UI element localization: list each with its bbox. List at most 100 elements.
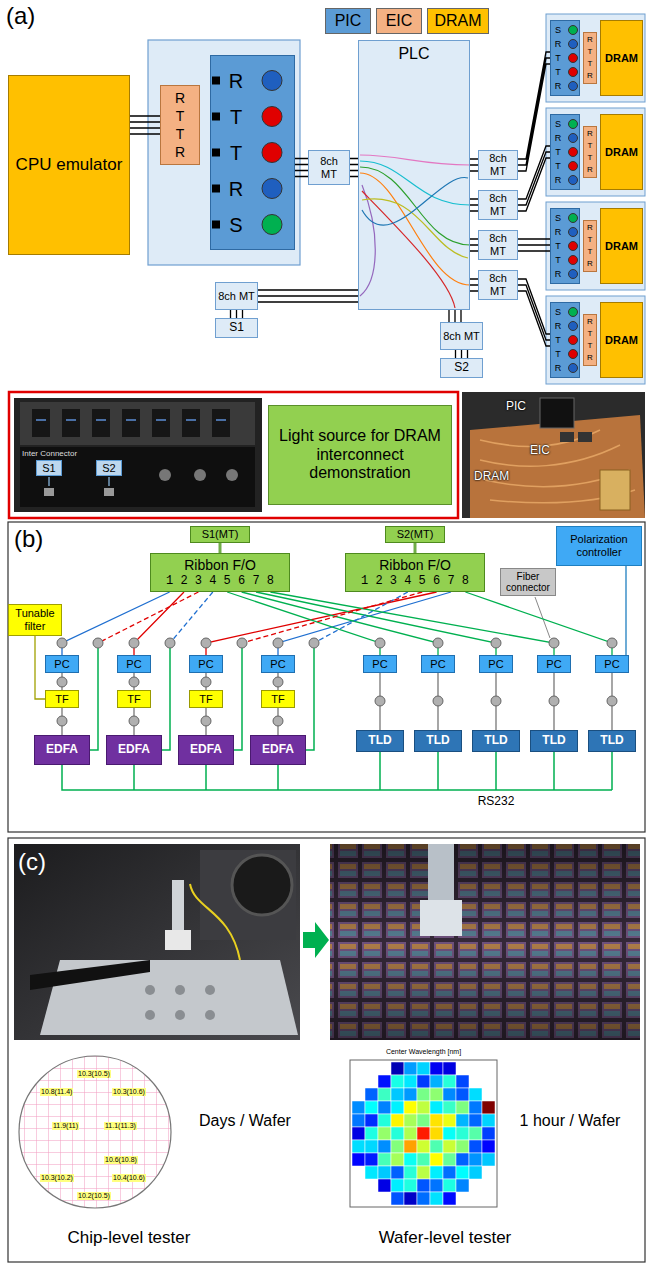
green-arrow	[303, 922, 329, 958]
pic-pads	[212, 149, 220, 157]
heat-cell	[482, 1153, 495, 1166]
heat-cell	[417, 1140, 430, 1153]
mt-connector: 8ch MT	[478, 230, 518, 260]
port-numbers: 1 2 3 4 5 6 7 8	[166, 575, 274, 589]
heat-cell	[430, 1101, 443, 1114]
heat-cell	[391, 1166, 404, 1179]
heat-cell	[443, 1127, 456, 1140]
wafer-value: 10.4(10.6)	[112, 1174, 146, 1182]
light-source-frame	[9, 392, 458, 518]
callout-box: Polarization controller	[556, 526, 642, 566]
heat-cell	[443, 1101, 456, 1114]
heat-cell	[456, 1153, 469, 1166]
connector	[611, 673, 612, 730]
heat-cell	[443, 1088, 456, 1101]
heat-cell	[352, 1101, 365, 1114]
light-source-photo	[44, 488, 54, 496]
photo-callout: S1	[36, 460, 62, 477]
node-text: Polarization controller	[559, 533, 639, 558]
connector	[470, 159, 478, 171]
node-text: 8ch MT	[218, 290, 255, 303]
panel-frames	[8, 522, 645, 832]
plc-waveguides	[358, 40, 470, 310]
chip-tester-photo	[200, 850, 296, 940]
legend-swatch: DRAM	[427, 8, 489, 34]
connector	[205, 673, 206, 690]
wafer-value: 11.9(11)	[52, 1122, 79, 1130]
connector	[449, 310, 461, 322]
photodiode-laser-circles	[569, 134, 578, 143]
connector	[277, 673, 278, 690]
heat-cell	[430, 1166, 443, 1179]
light-source-photo	[159, 469, 171, 481]
heat-cell	[417, 1166, 430, 1179]
connector	[130, 116, 160, 134]
fiber-lines	[62, 648, 612, 790]
photodiode-laser-circles	[262, 26, 578, 373]
heat-cell	[391, 1101, 404, 1114]
heat-cell	[391, 1088, 404, 1101]
photodiode-laser-circles	[569, 54, 578, 63]
node-text: PC	[372, 658, 387, 671]
node-text: DRAM	[605, 240, 638, 253]
heat-cell	[417, 1192, 430, 1205]
mt-port: S2(MT)	[385, 526, 445, 543]
node-text: EDFA	[118, 743, 150, 757]
port-letters: R T T R	[172, 89, 187, 161]
heat-cell	[378, 1179, 391, 1192]
panel-frames	[8, 838, 645, 1262]
light-source-photo	[49, 477, 109, 486]
heat-cell	[456, 1179, 469, 1192]
dram-block: DRAM	[600, 20, 643, 96]
node-text: EDFA	[190, 743, 222, 757]
node-text: DRAM	[605, 334, 638, 347]
node-text: 8ch MT	[481, 192, 515, 218]
tunable-laser: TLD	[472, 730, 520, 752]
heat-cell	[430, 1179, 443, 1192]
heat-map	[350, 1060, 497, 1207]
port-letters: R T T R	[586, 128, 595, 176]
heat-cell	[482, 1114, 495, 1127]
node-text: PC	[430, 658, 445, 671]
port-box: S1	[215, 318, 258, 338]
fiber-connector-dots	[57, 638, 617, 726]
port-letters: R T T R	[586, 316, 595, 364]
eic-block: R T T R	[160, 85, 200, 165]
heat-cell	[378, 1140, 391, 1153]
heat-cell	[469, 1166, 482, 1179]
tunable-filter: TF	[189, 690, 223, 708]
photodiode-laser-circles	[262, 143, 282, 163]
chip-tester-photo	[205, 1010, 215, 1020]
photodiode-laser-circles	[569, 308, 578, 317]
node-text: S2	[454, 361, 469, 375]
wafer-value: 10.3(10.5)	[77, 1070, 111, 1078]
heat-cell	[430, 1088, 443, 1101]
heat-cell	[352, 1153, 365, 1166]
panel-frames	[8, 522, 645, 1262]
connector	[133, 673, 134, 690]
port-numbers: 1 2 3 4 5 6 7 8	[361, 575, 469, 589]
heat-cell	[378, 1153, 391, 1166]
node-text: 8ch MT	[311, 155, 347, 181]
pic-pads	[212, 77, 220, 229]
edfa-amplifier: EDFA	[250, 735, 306, 765]
node-text: DRAM	[605, 146, 638, 159]
heat-cell	[404, 1114, 417, 1127]
heat-cell	[404, 1062, 417, 1075]
dashed-fiber	[170, 592, 213, 643]
port-letters: S R T T R	[553, 211, 563, 281]
connector	[35, 636, 45, 699]
mt-connector: 8ch MT	[478, 150, 518, 180]
tunable-laser: TLD	[356, 730, 404, 752]
tunable-filter: TF	[45, 690, 79, 708]
chip-tester-photo	[165, 930, 191, 950]
chip-photo	[578, 432, 592, 442]
chip-photo	[540, 398, 574, 428]
pic-pads	[212, 221, 220, 229]
pic-pads	[212, 185, 220, 193]
mt-connector: 8ch MT	[440, 322, 483, 350]
label-text: PIC	[506, 400, 526, 414]
polarization-controller: PC	[595, 655, 629, 673]
heat-cell	[378, 1075, 391, 1088]
